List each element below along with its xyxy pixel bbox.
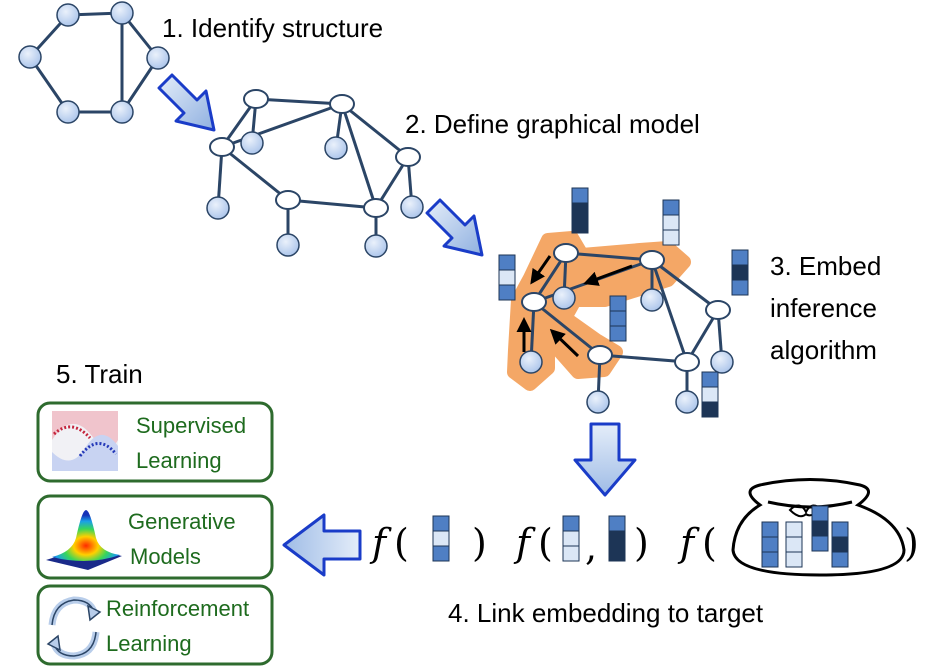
formula-close-3: ) [904, 521, 919, 565]
formula-f-3: f [677, 521, 700, 565]
embedding-vector [761, 521, 779, 568]
reinforcement-learning-line1: Reinforcement [106, 596, 249, 621]
embedding-vector [562, 515, 580, 562]
flow-arrow-1 [157, 73, 216, 132]
flow-arrow-2 [425, 198, 484, 257]
embedding-vector [571, 187, 589, 234]
flow-arrow-4 [282, 513, 362, 577]
message-passing-highlight [507, 231, 691, 391]
embedding-vector [701, 371, 719, 418]
embedding-vector [731, 249, 749, 296]
formula-close-1: ) [472, 521, 487, 565]
step4-label: 4. Link embedding to target [448, 598, 764, 628]
graphical-model-latent-nodes [209, 89, 421, 218]
step5-label: 5. Train [56, 359, 143, 389]
step1-label: 1. Identify structure [162, 13, 383, 43]
inference-latent-nodes [521, 243, 731, 372]
embedding-vector [609, 295, 627, 342]
embedding-vector [811, 505, 829, 552]
supervised-learning-line1: Supervised [136, 413, 246, 438]
reinforcement-learning-option: Reinforcement Learning [36, 584, 274, 666]
step3-label-line3: algorithm [770, 335, 877, 365]
step3-label-line2: inference [770, 293, 877, 323]
step3-label-line1: 3. Embed [770, 251, 881, 281]
graphical-model-edges [216, 97, 414, 246]
formula-f-2: f [513, 521, 536, 565]
formula-open-3: ( [702, 521, 717, 565]
embedding-vector [662, 199, 680, 246]
formula-comma-2: , [585, 525, 597, 569]
reinforcement-learning-line2: Learning [106, 631, 192, 656]
cycle-arrows-icon [46, 596, 102, 660]
embedding-vector [785, 521, 803, 568]
graphical-model-observed-nodes [206, 131, 424, 258]
supervised-learning-option: Supervised Learning [36, 401, 274, 483]
flow-arrow-3 [573, 422, 637, 497]
structure-graph-nodes [18, 1, 170, 124]
step2-label: 2. Define graphical model [405, 109, 700, 139]
embedding-vector [608, 515, 626, 562]
generative-models-line1: Generative [128, 509, 236, 534]
embedding-vector [498, 254, 516, 301]
node-embedding-vectors [498, 187, 749, 418]
classification-icon [52, 411, 118, 471]
formula-open-2: ( [538, 521, 553, 565]
formula-close-2: ) [634, 521, 649, 565]
generative-models-line2: Models [130, 544, 201, 569]
supervised-learning-line2: Learning [136, 448, 222, 473]
generative-models-option: Generative Models [36, 494, 274, 580]
embedding-formulas: f ( ) f ( , ) f ( ) [369, 521, 919, 569]
embedding-vector [432, 515, 450, 562]
target-embedding-vectors [432, 505, 849, 568]
structure-graph [28, 11, 160, 114]
inference-observed-nodes [519, 286, 734, 414]
gaussian-surface-icon [46, 510, 122, 570]
formula-f-1: f [369, 521, 392, 565]
message-arrows [516, 255, 633, 358]
formula-open-1: ( [394, 521, 409, 565]
embedding-vector [831, 521, 849, 568]
